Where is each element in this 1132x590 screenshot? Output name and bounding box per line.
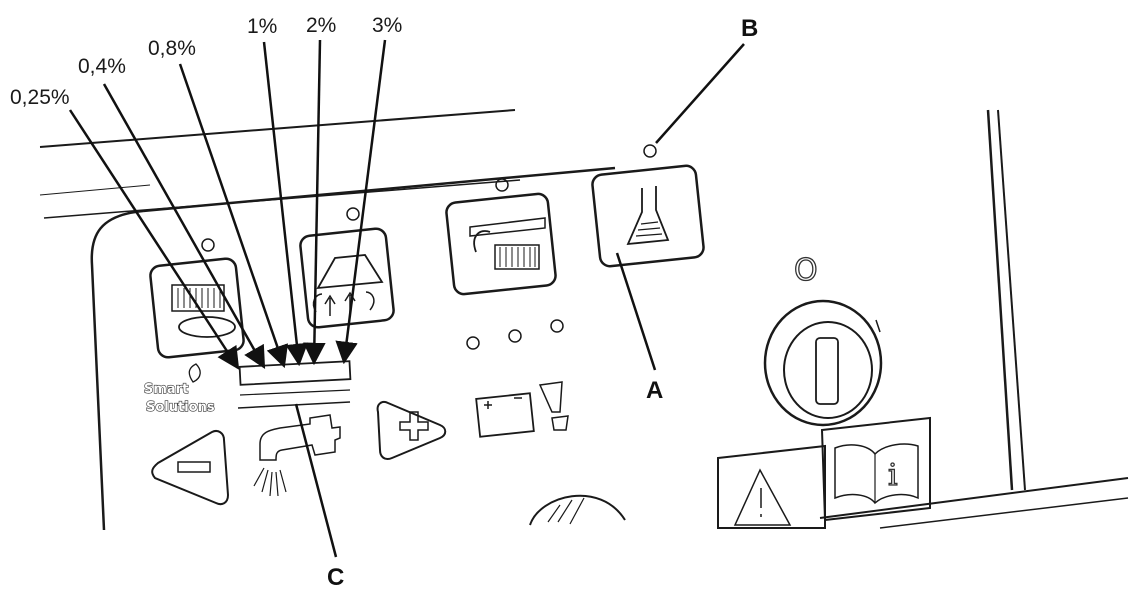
info-icon: i: [888, 458, 898, 493]
callout-letter-a: A: [646, 377, 663, 404]
callout-label-0-25: 0,25%: [10, 86, 70, 109]
callout-labels: 0,25% 0,4% 0,8% 1% 2% 3% B A C: [10, 14, 758, 590]
vacuum-icon: [312, 254, 384, 316]
detergent-level-display: [237, 360, 352, 409]
callout-letter-c: C: [327, 564, 344, 590]
machine-body-outline: [39, 109, 1129, 531]
callout-label-2: 2%: [306, 14, 336, 37]
water-tap-icon: [253, 414, 341, 497]
brush-icon: [171, 284, 236, 338]
detergent-flask-icon: [626, 186, 670, 246]
brush-deck-button[interactable]: [445, 192, 557, 296]
manual-label: i: [820, 416, 931, 522]
brand-line-1: Smart: [144, 382, 188, 397]
battery-status-leds: [466, 319, 564, 350]
callout-label-0-4: 0,4%: [78, 55, 126, 78]
brush-deck-icon: [469, 217, 546, 270]
decrease-button[interactable]: [151, 430, 230, 506]
callout-leaders: [68, 39, 745, 558]
callout-label-0-8: 0,8%: [148, 37, 196, 60]
battery-icon: [475, 381, 569, 438]
callout-label-3: 3%: [372, 14, 402, 37]
minus-icon: [177, 461, 211, 473]
key-slot-icon: [815, 337, 839, 405]
key-switch[interactable]: O: [763, 252, 883, 427]
brand-line-2: Solutions: [146, 400, 215, 415]
indicator-leds: [201, 144, 657, 252]
warning-icon: [733, 468, 792, 526]
callout-label-1: 1%: [247, 15, 277, 38]
manual-book-icon: [834, 443, 919, 505]
increase-button[interactable]: [376, 401, 447, 460]
detergent-button[interactable]: [591, 164, 705, 268]
plus-icon: [399, 411, 429, 441]
warning-label: [717, 444, 826, 529]
callout-letter-b: B: [741, 15, 758, 42]
brand-logo: Smart Solutions: [143, 363, 215, 416]
switch-off-mark: O: [794, 253, 818, 288]
round-control: [529, 494, 626, 526]
